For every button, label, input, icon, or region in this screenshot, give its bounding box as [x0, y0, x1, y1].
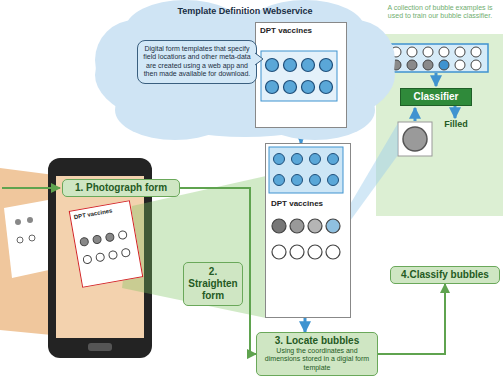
flow-connector: [378, 284, 445, 354]
photographed-form: DPT vaccines: [69, 200, 144, 288]
example-bubble: [407, 47, 417, 57]
node-title: 3. Locate bubbles: [261, 335, 373, 347]
form-bubbles: [256, 23, 344, 129]
example-bubble: [439, 60, 449, 70]
classifier-box: Classifier: [400, 88, 472, 106]
node-title: Template Definition Webservice: [95, 6, 395, 17]
panel-arrow: [414, 108, 417, 121]
flow-connector: [180, 188, 256, 354]
cloud-region: Template Definition WebserviceDPT vaccin…: [95, 0, 395, 140]
bubble-image-circle: [403, 127, 427, 151]
phone-screen: [56, 176, 144, 338]
node-title: DPT vaccines: [260, 26, 342, 36]
node-title: Digital form templates that specify fiel…: [143, 45, 251, 79]
bubble-examples: [386, 44, 488, 72]
example-bubbles: [391, 47, 481, 70]
example-bubble: [423, 60, 433, 70]
bubble-image: [398, 122, 432, 156]
form-bubbles: [266, 144, 348, 319]
example-bubble: [455, 60, 465, 70]
step-box: 2. Straighten form: [183, 262, 243, 306]
node-title: 2. Straighten form: [188, 266, 238, 302]
panel-arrow: [454, 106, 457, 118]
node-title: 1. Photograph form: [67, 182, 175, 194]
example-bubble: [423, 47, 433, 57]
paper-bubble: [27, 217, 33, 223]
paper-bubble: [29, 235, 35, 241]
panel-arrow: [435, 73, 438, 86]
cloud-lobe: [115, 80, 235, 140]
callout-bubble: Digital form templates that specify fiel…: [137, 40, 257, 84]
straightened-form: DPT vaccines: [265, 143, 351, 318]
step-box: 4.Classify bubbles: [390, 266, 500, 284]
node-title: 4.Classify bubbles: [395, 269, 495, 281]
example-bubble: [407, 60, 417, 70]
template-form: DPT vaccines: [255, 22, 347, 128]
phone-button: [88, 343, 112, 351]
step-box: 1. Photograph form: [62, 179, 180, 197]
paper-bubble: [17, 237, 23, 243]
node-title: Classifier: [405, 91, 467, 103]
input-arrow: [2, 187, 60, 189]
straighten-wedge: [122, 176, 266, 318]
classifier-panel: [376, 34, 503, 216]
step-box: 3. Locate bubblesUsing the coordinates a…: [256, 332, 378, 376]
callout-pointer: [255, 53, 264, 65]
flow-connector: [304, 318, 307, 332]
node-body: Using the coordinates and dimensions sto…: [261, 347, 373, 372]
example-bubble: [439, 47, 449, 57]
node-title: DPT vaccines: [271, 199, 345, 209]
paper-bubble: [15, 219, 21, 225]
example-bubble: [455, 47, 465, 57]
result-label: Filled: [436, 119, 476, 130]
panel-note: A collection of bubble examples is used …: [380, 4, 500, 21]
example-bubble: [471, 60, 481, 70]
example-bubble: [471, 47, 481, 57]
